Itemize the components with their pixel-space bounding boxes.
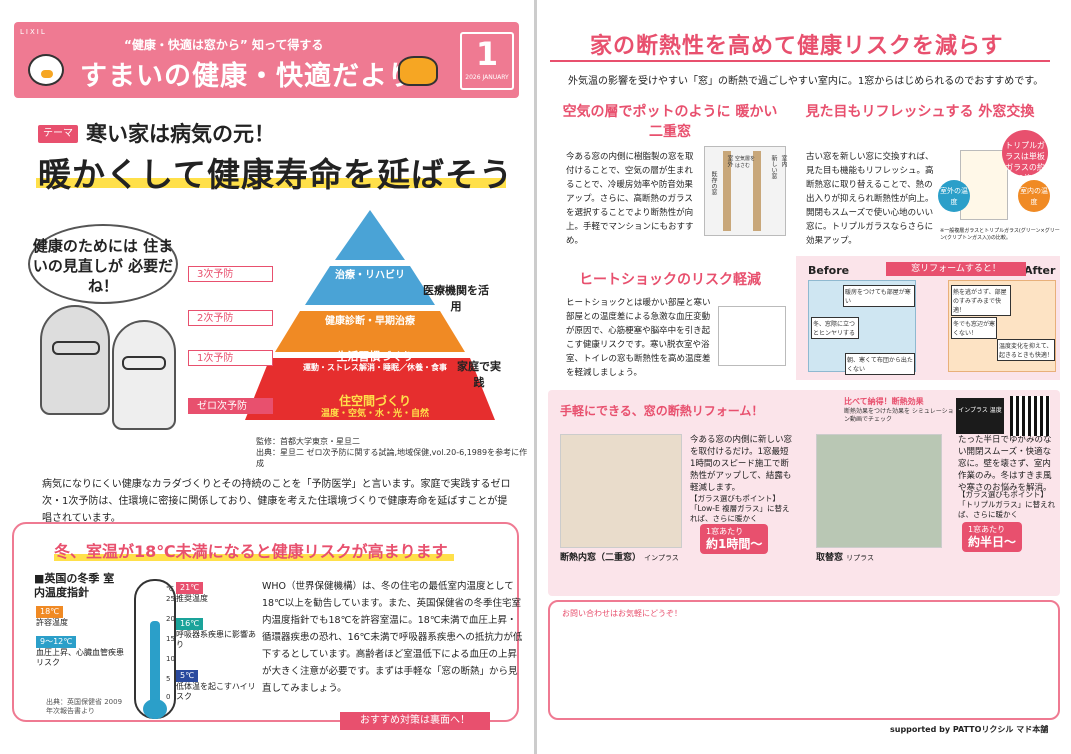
pyramid-source: 監修：首都大学東京・星旦二 出典：星旦二 ゼロ次予防に関する試論,地域保健,vo… bbox=[256, 437, 528, 468]
thermometer-title: ■英国の冬季 室内温度指針 bbox=[34, 572, 115, 599]
photo1-time: 1窓あたり約1時間〜 bbox=[700, 524, 769, 554]
header-subtitle: “健康・快適は窓から” 知って得する bbox=[124, 38, 324, 52]
bathroom-window-illustration bbox=[718, 306, 786, 366]
side-label-medical: 医療機関を活用 bbox=[423, 284, 489, 313]
tag-1st-prevention: 1次予防 bbox=[188, 350, 273, 366]
reform-title: 手軽にできる、窓の断熱リフォーム！ bbox=[560, 404, 764, 418]
photo2-point: 【ガラス選びもポイント】「トリプルガラス」に替えれば、さらに暖かく bbox=[958, 490, 1056, 519]
thermometer: ℃ 25 20 15 10 5 0 bbox=[134, 579, 176, 719]
sec2-note: ※一般複層ガラスとトリプルガラス(グリーン×グリーン(クリプトンガス入))の比較… bbox=[940, 228, 1060, 241]
left-page: LIXIL “健康・快適は窓から” 知って得する すまいの健康・快適だより 1 … bbox=[0, 0, 534, 754]
pyramid-label-1: 生活習慣づくり bbox=[336, 350, 414, 363]
tag-zero-prevention: ゼロ次予防 bbox=[188, 398, 273, 414]
supported-by: supported by PATTOリクシル マド本舗 bbox=[890, 725, 1049, 734]
before-house: 暖房をつけても部屋が寒い 冬、窓際に立つとヒンヤリする 朝、寒くて布団から出たく… bbox=[808, 280, 916, 375]
tag-2nd-prevention: 2次予防 bbox=[188, 310, 273, 326]
thermometer-source: 出典：英国保健省 2009年次報告書より bbox=[46, 698, 123, 715]
theme-line-2: 暖かくして健康寿命を延ばそう bbox=[38, 155, 514, 194]
temperature-heading: 冬、室温が18℃未満になると健康リスクが高まります bbox=[54, 542, 448, 561]
theme-tag: テーマ bbox=[38, 125, 78, 143]
sec3-text: ヒートショックとは暖かい部屋と寒い部屋との温度差による急激な血圧変動が原因で、心… bbox=[566, 298, 711, 378]
pyramid-label-2: 健康診断・早期治療 bbox=[325, 316, 415, 327]
photo2-time: 1窓あたり約半日〜 bbox=[962, 522, 1023, 552]
intro-paragraph: 病気になりにくい健康なカラダづくりとその持続のことを「予防医学」と言います。家庭… bbox=[42, 479, 511, 524]
page-divider bbox=[534, 0, 537, 754]
photo1-caption: 断熱内窓（二重窓） インプラス bbox=[560, 553, 679, 563]
reform-section: 手軽にできる、窓の断熱リフォーム！ 比べて納得！断熱効果 断熱効果をつけた効果を… bbox=[548, 390, 1060, 596]
temperature-box: 冬、室温が18℃未満になると健康リスクが高まります ■英国の冬季 室内温度指針 … bbox=[12, 522, 522, 730]
side-label-home: 家庭で実践 bbox=[457, 360, 501, 389]
compare-line-1: 比べて納得！断熱効果 bbox=[844, 397, 924, 406]
elderly-man-illustration bbox=[40, 305, 110, 415]
sec1-text: 今ある窓の内側に樹脂製の窓を取付けることで、空気の層が生まれることで、冷暖房効率… bbox=[566, 152, 694, 246]
right-title: 家の断熱性を高めて健康リスクを減らす bbox=[590, 34, 1004, 59]
chick-mascot-icon bbox=[28, 54, 64, 86]
reform-ribbon: 窓リフォームすると！ bbox=[886, 262, 1026, 276]
newsletter-header: LIXIL “健康・快適は窓から” 知って得する すまいの健康・快適だより 1 … bbox=[14, 22, 519, 98]
before-label: Before bbox=[808, 264, 850, 277]
pyramid-label-3: 治療・リハビリ bbox=[335, 270, 405, 281]
right-lead: 外気温の影響を受けやすい「窓」の断熱で過ごしやすい室内に。1窓からはじめられるの… bbox=[568, 76, 1044, 87]
sec2-text: 古い窓を新しい窓に交換すれば、見た目も機能もリフレッシュ。高断熱窓に取り替えるこ… bbox=[806, 152, 934, 246]
pyramid-label-0: 住空間づくり bbox=[338, 394, 411, 408]
photo2-text: たった半日でゆがみのない開閉スムーズ・快適な窓に。壁を壊さず、室内作業のみ。冬は… bbox=[958, 435, 1052, 493]
issue-date: 2026 JANUARY bbox=[465, 74, 509, 81]
header-title: すまいの健康・快適だより bbox=[80, 61, 416, 92]
prevention-pyramid bbox=[245, 210, 495, 420]
next-page-link[interactable]: おすすめ対策は裏面へ！ bbox=[340, 712, 490, 730]
sec1-title: 空気の層でポットのように 暖かい二重窓 bbox=[562, 104, 778, 140]
outside-temp-badge: 室外の温度 bbox=[938, 180, 970, 212]
triple-glass-badge: トリプルガラスは単板ガラスの約4.8倍！ bbox=[1002, 130, 1048, 183]
double-window-diagram: 室外 新しい窓 既存の窓 空気層をはさむ 室内 bbox=[704, 146, 787, 236]
compare-line-2: 断熱効果をつけた効果を シミュレーション動画でチェック bbox=[844, 408, 954, 423]
replacement-window-photo bbox=[816, 434, 942, 548]
sec2-title: 見た目もリフレッシュする 外窓交換 bbox=[805, 104, 1035, 120]
title-underline bbox=[550, 60, 1050, 62]
tag-3rd-prevention: 3次予防 bbox=[188, 266, 273, 282]
photo1-point: 【ガラス選びもポイント】「Low-E 複層ガラス」に替えれば、さらに暖かく bbox=[690, 494, 790, 523]
qr-code-icon[interactable] bbox=[1010, 396, 1050, 436]
elderly-woman-illustration bbox=[112, 320, 176, 430]
brand-logo: LIXIL bbox=[20, 28, 47, 36]
frog-mascot-icon bbox=[398, 56, 438, 86]
contact-box: お問い合わせはお気軽にどうぞ！ bbox=[548, 600, 1060, 720]
inside-temp-badge: 室内の温度 bbox=[1018, 180, 1050, 212]
issue-number: 1 bbox=[475, 35, 499, 73]
photo1-text: 今ある窓の内側に新しい窓を取付けるだけ。1窓最短 1時間のスピード施工で断熱性が… bbox=[690, 435, 793, 493]
pyramid-sub-1: 運動・ストレス解消・睡眠／休養・食事 bbox=[303, 363, 447, 372]
simulation-app-icon[interactable]: インプラス 温度 bbox=[956, 398, 1004, 434]
after-house: 熱を逃がさず、部屋のすみずみまで快適！ 冬でも窓辺が寒くない！ 温度変化を抑えて… bbox=[948, 280, 1056, 372]
sec3-title: ヒートショックのリスク軽減 bbox=[579, 272, 761, 288]
theme-line-1: 寒い家は病気の元！ bbox=[86, 122, 275, 146]
contact-text: お問い合わせはお気軽にどうぞ！ bbox=[562, 609, 682, 618]
who-text: WHO（世界保健機構）は、冬の住宅の最低室内温度として18℃以上を勧告しています… bbox=[262, 581, 523, 694]
after-label: After bbox=[1024, 264, 1056, 277]
speech-bubble: 健康のためには 住まいの見直しが 必要だね！ bbox=[28, 224, 178, 304]
issue-box: 1 2026 JANUARY bbox=[460, 32, 514, 90]
inner-window-photo bbox=[560, 434, 682, 548]
triple-glass-diagram bbox=[960, 150, 1008, 220]
pyramid-sub-0: 温度・空気・水・光・自然 bbox=[320, 409, 429, 419]
photo2-caption: 取替窓 リプラス bbox=[816, 553, 875, 563]
